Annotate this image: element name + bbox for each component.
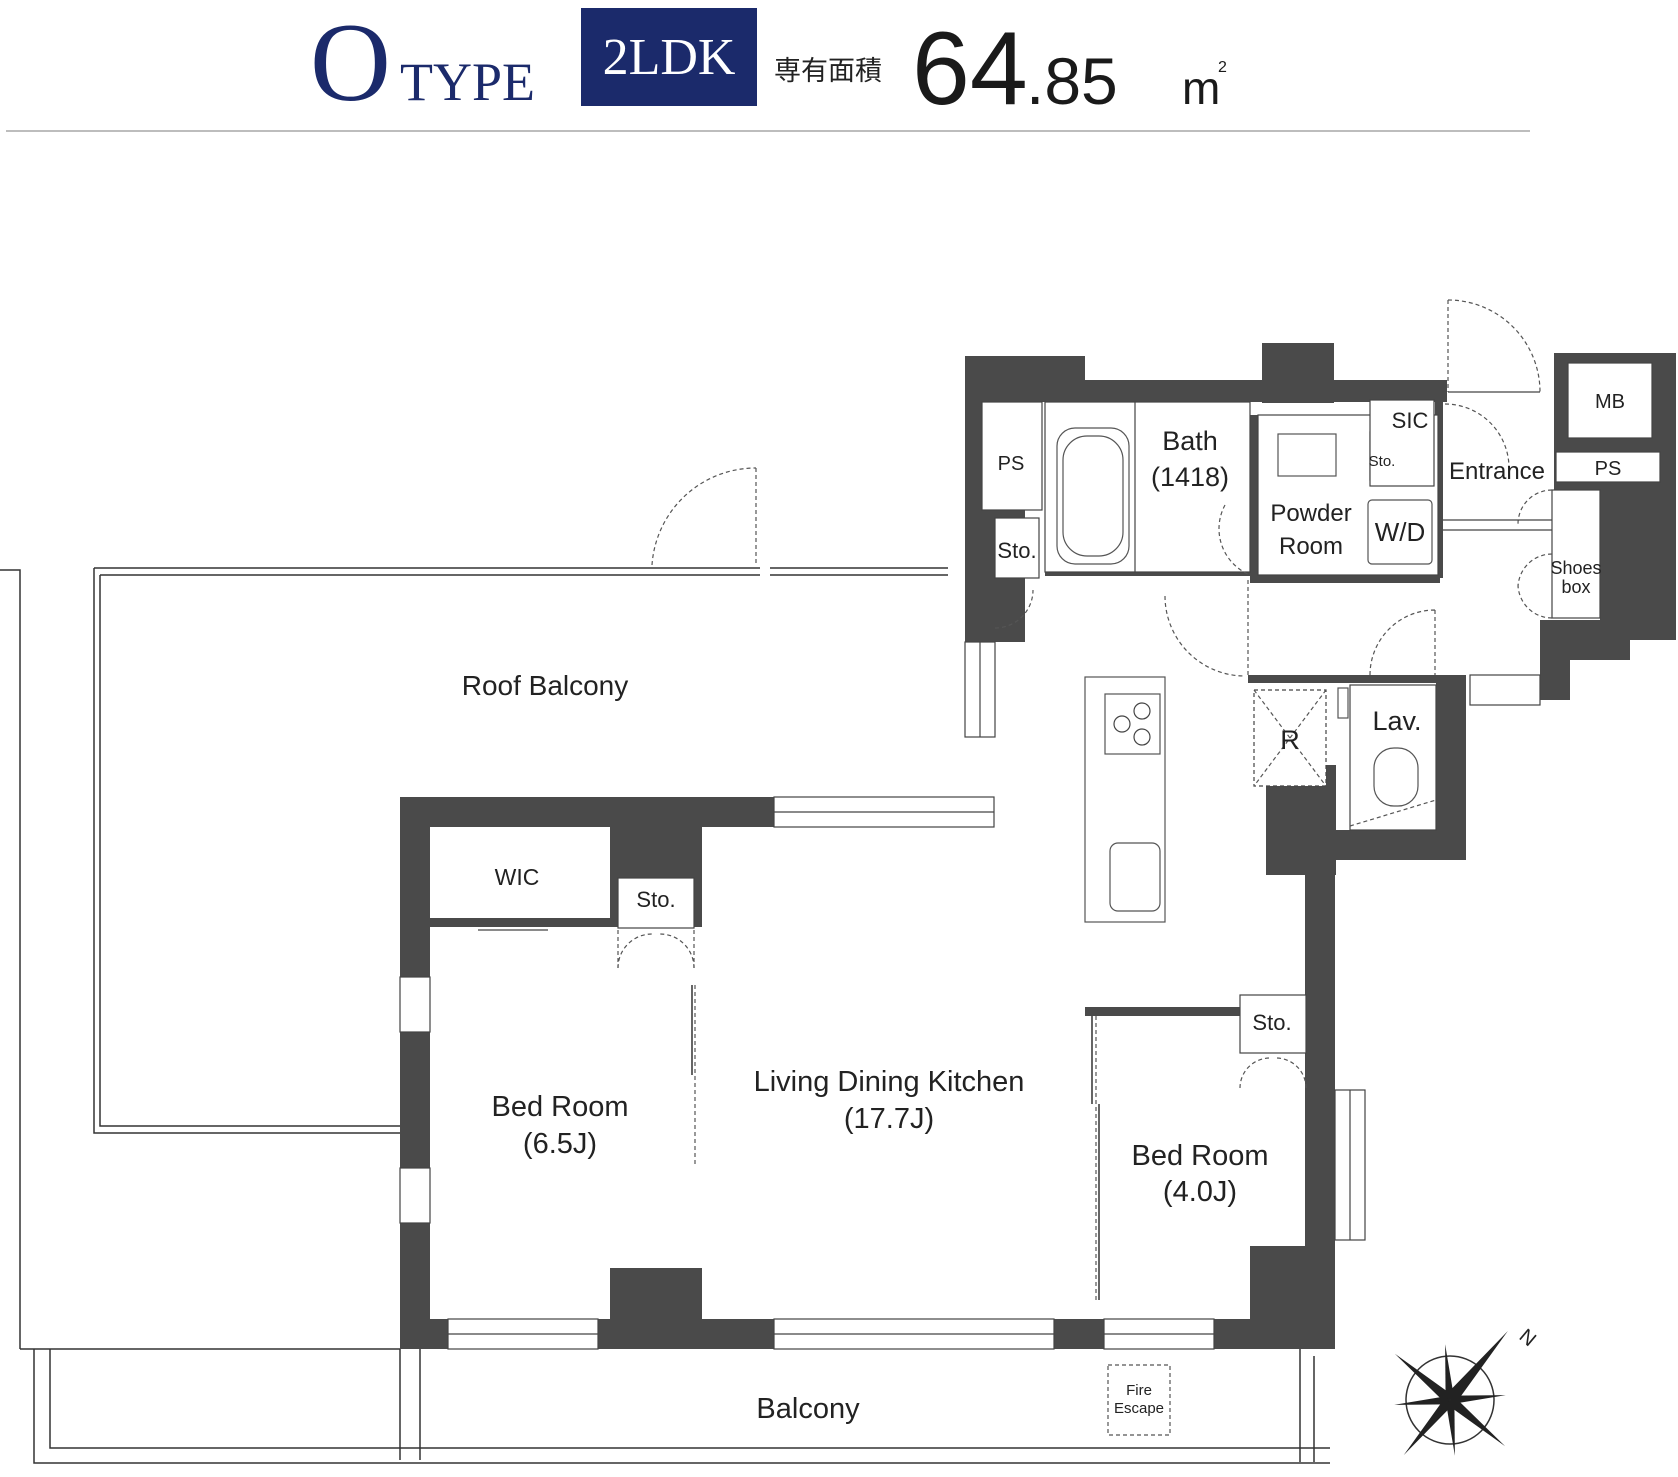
partitions [478, 299, 1661, 1300]
label-ldk-name: Living Dining Kitchen [754, 1066, 1025, 1098]
compass-north-label: N [1515, 1325, 1540, 1351]
label-wic: WIC [495, 864, 540, 890]
label-sic: SIC [1392, 408, 1429, 433]
outdoor-areas [0, 467, 1330, 1464]
label-wd: W/D [1375, 517, 1426, 547]
label-sto-powder: Sto. [1369, 453, 1396, 470]
fire-escape-hatch [1107, 1364, 1171, 1436]
label-bed2-name: Bed Room [1131, 1140, 1268, 1172]
label-bath-name: Bath [1162, 426, 1218, 456]
label-fire-1: Fire [1126, 1382, 1152, 1399]
label-lav: Lav. [1372, 706, 1421, 736]
label-fire-2: Escape [1114, 1400, 1164, 1417]
label-shoes-2: box [1561, 577, 1590, 597]
label-ps-left: PS [998, 453, 1025, 475]
layout-badge: 2LDK [603, 29, 736, 86]
label-sto-bed1: Sto. [636, 887, 675, 912]
label-ps-right: PS [1595, 458, 1622, 480]
room-labels: Roof Balcony Balcony Living Dining Kitch… [462, 391, 1625, 1425]
area-unit-sup: 2 [1218, 59, 1227, 76]
compass-rose-icon: N [1394, 1325, 1540, 1456]
label-ldk-size: (17.7J) [844, 1103, 934, 1135]
label-powder-2: Room [1279, 533, 1343, 560]
area-integer: 64 [912, 11, 1028, 127]
layout-badge-bg [581, 8, 757, 106]
type-word: TYPE [400, 52, 535, 112]
windows [399, 641, 1541, 1350]
label-bed1-name: Bed Room [491, 1091, 628, 1123]
label-bath-size: (1418) [1151, 462, 1229, 492]
label-powder-1: Powder [1270, 500, 1351, 527]
label-roof-balcony: Roof Balcony [462, 670, 629, 701]
plan-header: O TYPE 2LDK 専有面積 64 .85 m 2 [6, 1, 1530, 132]
label-balcony: Balcony [756, 1393, 860, 1425]
label-shoes-1: Shoes [1550, 558, 1601, 578]
label-entrance: Entrance [1449, 458, 1545, 485]
area-unit: m [1182, 62, 1220, 114]
label-bed2-size: (4.0J) [1163, 1176, 1237, 1208]
area-label: 専有面積 [774, 56, 882, 87]
label-mb: MB [1595, 391, 1625, 413]
label-bed1-size: (6.5J) [523, 1128, 597, 1160]
label-refrigerator: R [1280, 725, 1300, 755]
label-sto-bed2: Sto. [1252, 1010, 1291, 1035]
type-letter: O [310, 1, 391, 125]
area-decimal: .85 [1026, 44, 1118, 118]
label-sto-core: Sto. [997, 538, 1036, 563]
